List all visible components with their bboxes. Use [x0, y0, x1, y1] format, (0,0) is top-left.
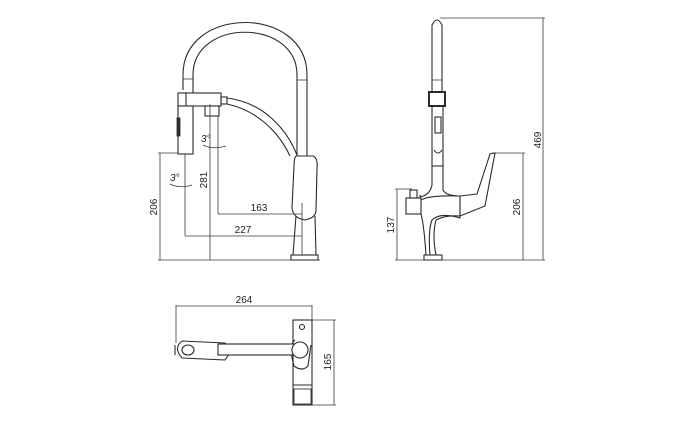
side-view: 206 281 163 227 3° 3° — [149, 22, 320, 261]
dim-227-outlet-reach: 227 — [235, 225, 252, 236]
front-view: 469 206 137 — [386, 17, 545, 261]
dim-165-depth: 165 — [323, 353, 334, 370]
dim-281-spray-height: 281 — [199, 171, 210, 188]
dim-264-total-length: 264 — [236, 295, 253, 306]
dim-206-lever-height: 206 — [512, 198, 523, 215]
dim-206-outlet-height: 206 — [149, 198, 160, 215]
dim-137-filter-tap-height: 137 — [386, 216, 397, 233]
dim-469-total-height: 469 — [533, 131, 544, 148]
dim-163-spray-reach: 163 — [251, 203, 268, 214]
angle-3-deg-lower: 3° — [170, 173, 180, 184]
top-view: 264 165 — [174, 295, 336, 406]
angle-3-deg-upper: 3° — [201, 134, 211, 145]
